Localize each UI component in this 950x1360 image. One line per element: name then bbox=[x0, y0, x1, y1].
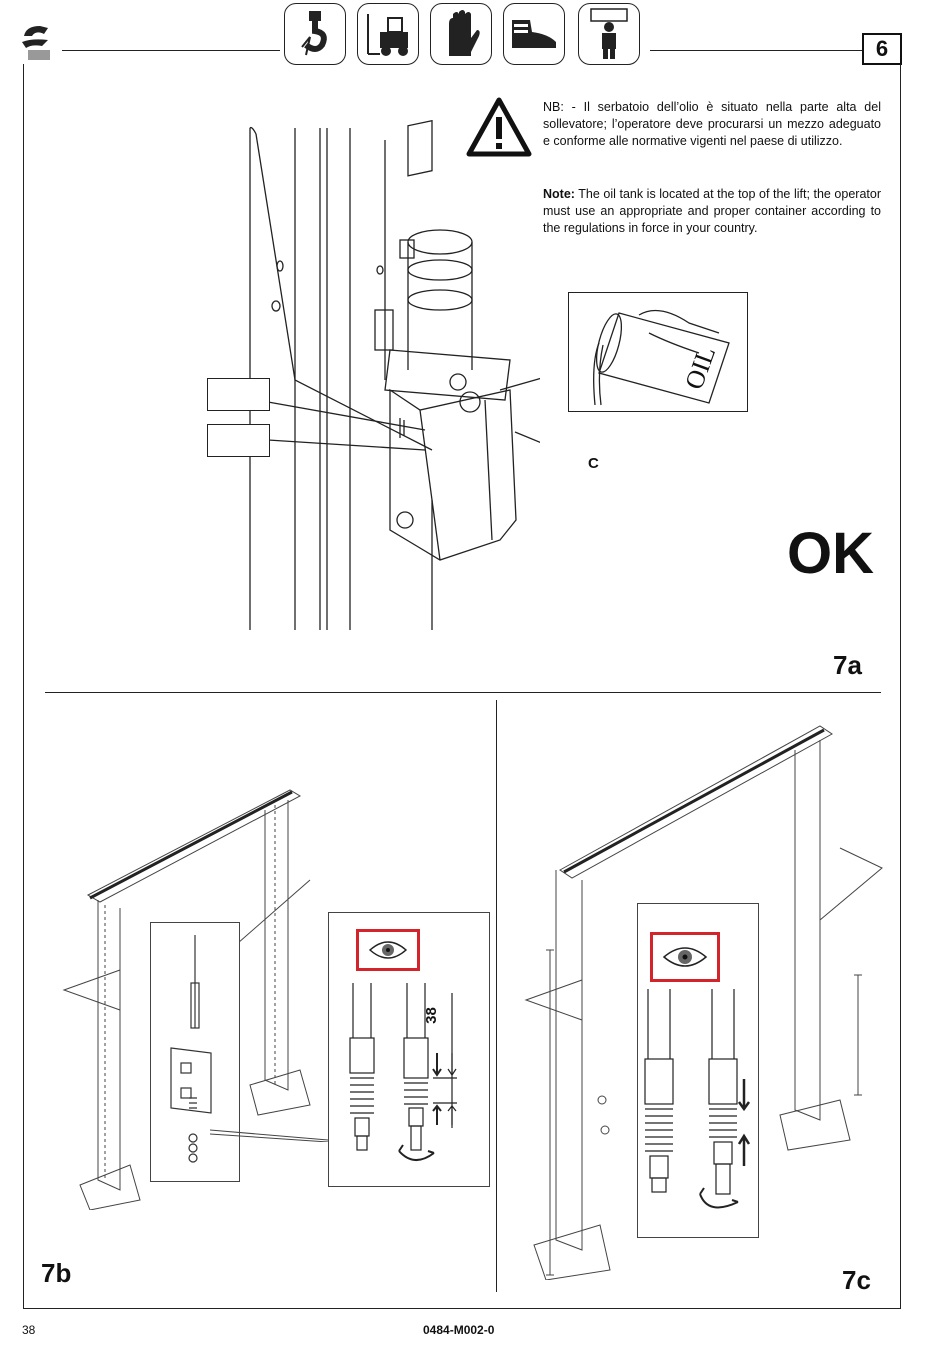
callout-box-2 bbox=[207, 424, 270, 457]
inspect-eye-icon bbox=[356, 929, 420, 971]
warning-icon bbox=[466, 97, 532, 157]
note-italian: NB: - Il serbatoio dell’olio è situato n… bbox=[543, 100, 881, 148]
oil-can-inset: OIL bbox=[568, 292, 748, 412]
crane-hook-icon bbox=[284, 3, 346, 65]
inset-connector-line bbox=[209, 1128, 329, 1143]
spring-measurement-inset: 38 bbox=[328, 912, 490, 1187]
document-code: 0484-M002-0 bbox=[423, 1323, 495, 1337]
safety-shoe-icon bbox=[503, 3, 565, 65]
note-english: Note: The oil tank is located at the top… bbox=[543, 186, 881, 237]
cable-detail-inset bbox=[150, 922, 240, 1182]
callout-c-label: C bbox=[588, 455, 599, 472]
lift-illustration-7b bbox=[60, 780, 330, 1211]
callout-box-1 bbox=[207, 378, 270, 411]
ok-label: OK bbox=[787, 521, 874, 586]
figure-7a-label: 7a bbox=[833, 650, 862, 680]
inspect-eye-icon bbox=[650, 932, 720, 982]
note-english-label: Note: bbox=[543, 187, 575, 201]
page-number: 38 bbox=[22, 1323, 36, 1337]
forklift-icon bbox=[357, 3, 419, 65]
section-number: 6 bbox=[862, 33, 902, 65]
lift-illustration-7c bbox=[520, 720, 890, 1281]
glove-icon bbox=[430, 3, 492, 65]
brand-logo bbox=[18, 20, 58, 64]
spring-adjust-inset bbox=[637, 903, 759, 1238]
dimension-38: 38 bbox=[422, 1007, 440, 1024]
figure-7c-label: 7c bbox=[842, 1265, 871, 1295]
note-english-text: The oil tank is located at the top of th… bbox=[543, 187, 881, 235]
operator-icon bbox=[578, 3, 640, 65]
figure-7b-label: 7b bbox=[41, 1258, 72, 1288]
